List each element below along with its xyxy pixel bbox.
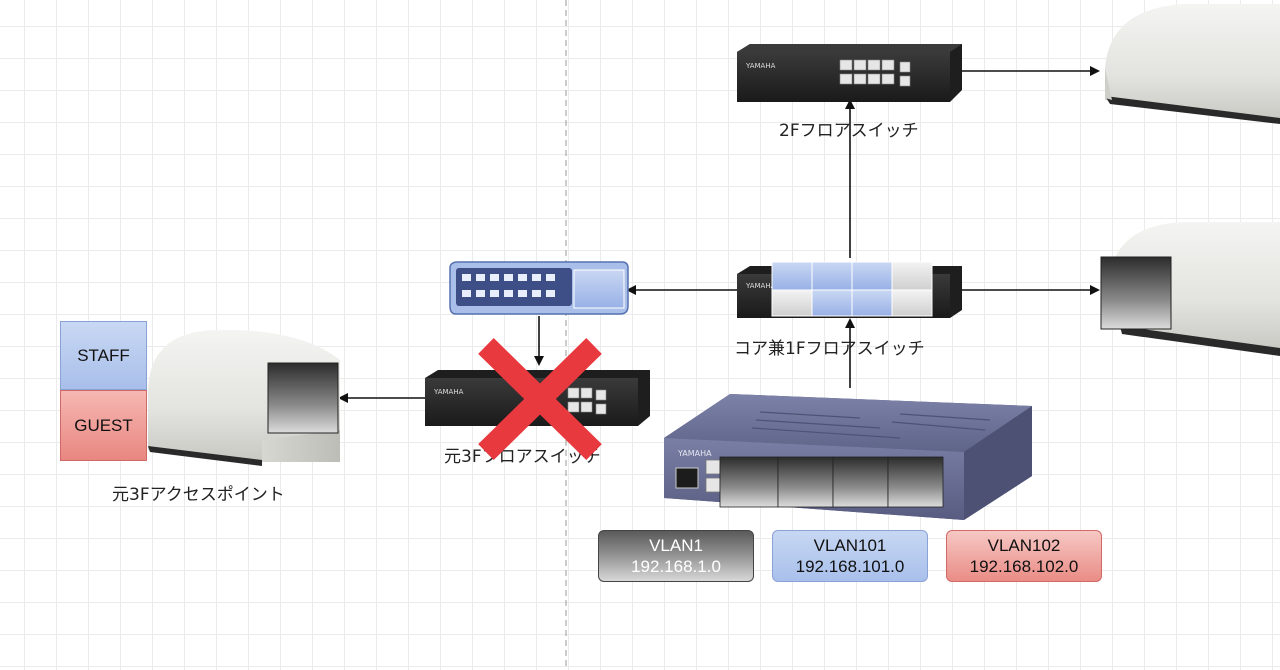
access-point-icon <box>1105 4 1280 124</box>
vlan101-port-icon <box>851 289 893 317</box>
vlan1-name: VLAN1 <box>649 536 703 555</box>
ssid-guest-box: GUEST <box>60 390 147 461</box>
core-switch-icon: YAMAHA <box>737 261 962 318</box>
vlan1-port-marker <box>777 456 834 508</box>
vlan101-legend: VLAN101 192.168.101.0 <box>772 530 928 582</box>
vlan101-port-icon <box>851 261 893 291</box>
svg-text:YAMAHA: YAMAHA <box>677 449 712 458</box>
old3f-switch-label: 元3Fフロアスイッチ <box>444 447 601 467</box>
ssid-staff-box: STAFF <box>60 321 147 390</box>
ssid-staff-label: STAFF <box>77 345 130 365</box>
core-switch-label: コア兼1Fフロアスイッチ <box>734 339 925 359</box>
vlan101-name: VLAN101 <box>813 536 887 555</box>
vlan101-port-icon <box>811 289 853 317</box>
svg-text:YAMAHA: YAMAHA <box>433 388 464 396</box>
vlan1-port-marker <box>1100 256 1172 330</box>
floor2-switch-icon: YAMAHA <box>737 44 962 102</box>
floor2-switch-label: 2Fフロアスイッチ <box>779 121 919 141</box>
old3f-ap-label: 元3Fアクセスポイント <box>112 485 285 505</box>
trunk-port-icon <box>891 289 933 317</box>
vlan1-network: 192.168.1.0 <box>631 557 721 576</box>
access-point-icon <box>1100 222 1280 356</box>
vlan1-port-marker <box>887 456 944 508</box>
hub-switch-icon <box>449 261 629 315</box>
vlan1-port-marker <box>267 362 339 434</box>
vlan101-port-icon <box>811 261 853 291</box>
trunk-port-icon <box>891 261 933 291</box>
vlan1-legend: VLAN1 192.168.1.0 <box>598 530 754 582</box>
vlan102-name: VLAN102 <box>987 536 1061 555</box>
svg-text:YAMAHA: YAMAHA <box>745 62 776 70</box>
connections <box>338 66 1100 403</box>
access-point-icon <box>148 329 340 466</box>
ssid-guest-label: GUEST <box>74 415 133 435</box>
svg-text:YAMAHA: YAMAHA <box>745 282 776 290</box>
vlan101-network: 192.168.101.0 <box>795 557 905 576</box>
trunk-port-icon <box>771 289 813 317</box>
vlan101-port-icon <box>771 261 813 291</box>
router-icon: YAMAHA <box>664 394 1032 520</box>
vlan1-port-marker <box>832 456 889 508</box>
vlan102-network: 192.168.102.0 <box>969 557 1079 576</box>
vlan1-port-marker <box>719 456 779 508</box>
vlan102-legend: VLAN102 192.168.102.0 <box>946 530 1102 582</box>
